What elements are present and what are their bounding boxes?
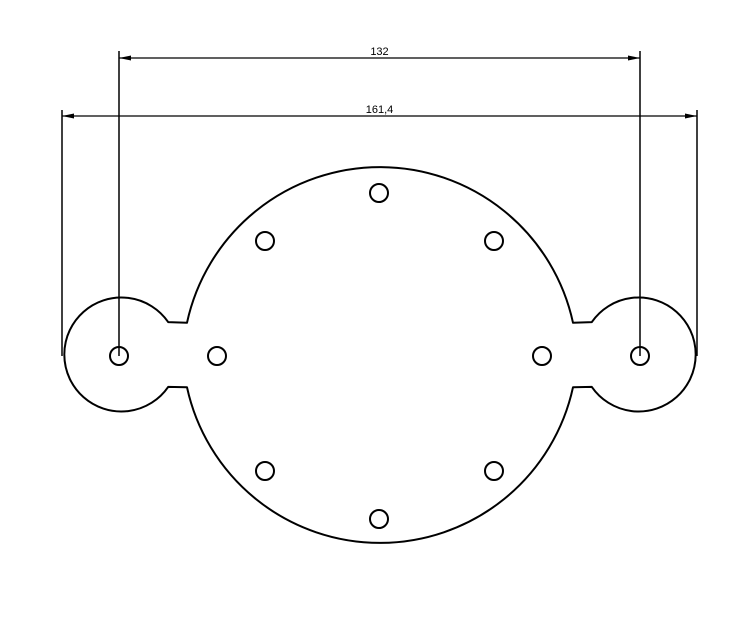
- plate-outline: [63, 166, 697, 544]
- bolt-hole-right: [532, 346, 552, 366]
- dimension-label-132: 132: [370, 46, 388, 58]
- dimension-arrow-161-4-left: [62, 113, 74, 119]
- bolt-hole-bottom-left: [255, 461, 275, 481]
- dimension-label-161-4: 161,4: [366, 104, 394, 116]
- bolt-hole-bottom-right: [484, 461, 504, 481]
- bolt-hole-top-right: [484, 231, 504, 251]
- bolt-hole-bottom: [369, 509, 389, 529]
- dimension-arrow-132-right: [628, 55, 640, 61]
- dimension-arrow-161-4-right: [685, 113, 697, 119]
- dimension-arrow-132-left: [119, 55, 131, 61]
- bolt-hole-left: [207, 346, 227, 366]
- bolt-hole-top: [369, 183, 389, 203]
- bolt-hole-top-left: [255, 231, 275, 251]
